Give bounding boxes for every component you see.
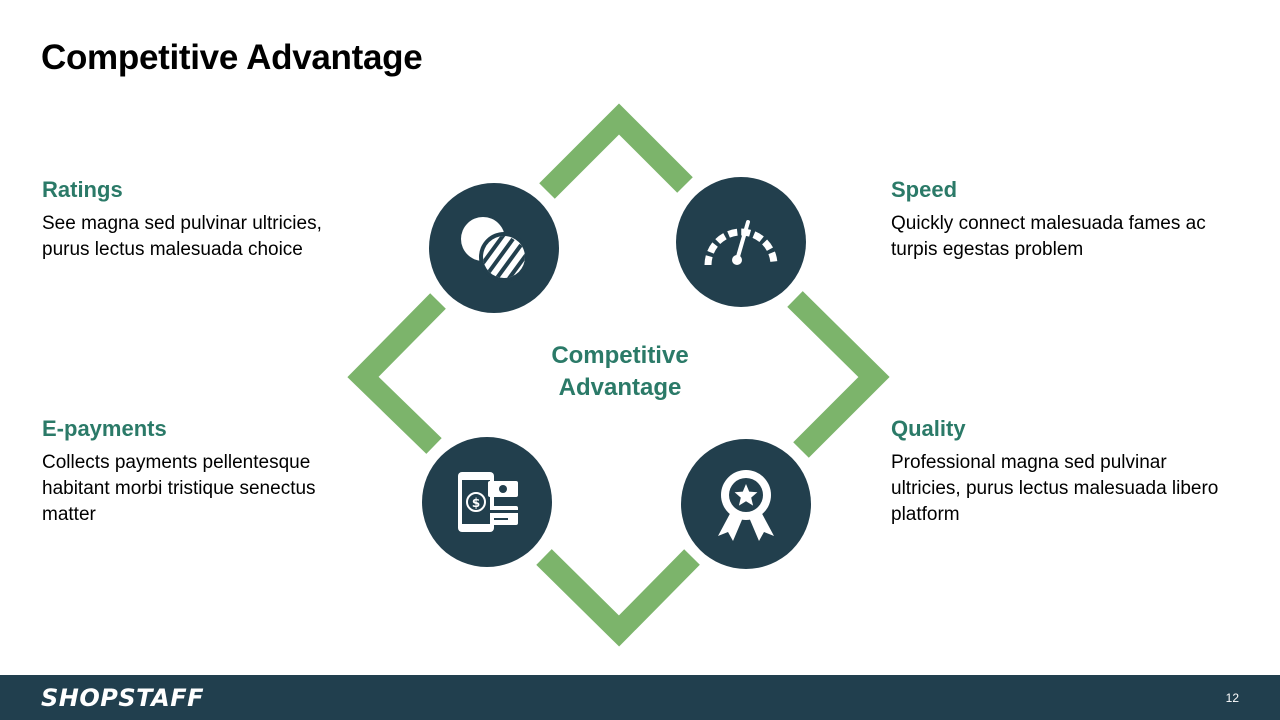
ratings-heading: Ratings [42, 177, 123, 202]
page-number: 12 [1225, 691, 1239, 705]
diamond-diagram: $ [347, 103, 890, 647]
epayments-heading: E-payments [42, 416, 167, 441]
epayments-block: E-payments Collects payments pellentesqu… [42, 416, 372, 528]
center-label-line-2: Advantage [558, 374, 682, 401]
quality-block: Quality Professional magna sed pulvinar … [891, 416, 1221, 528]
center-label: Competitive Advantage [520, 340, 720, 404]
chevron-top [539, 103, 693, 199]
slide-title: Competitive Advantage [41, 38, 423, 77]
center-label-line-1: Competitive [551, 342, 689, 369]
quality-heading: Quality [891, 416, 966, 441]
speed-description: Quickly connect malesuada fames ac turpi… [891, 213, 1206, 260]
speed-circle [676, 177, 806, 307]
ratings-icon [461, 217, 529, 282]
epayments-circle: $ [422, 437, 552, 567]
speedometer-icon [704, 220, 778, 266]
award-ribbon-icon [718, 470, 774, 541]
chevron-right [787, 291, 890, 458]
brand-logo: SHOPSTAFF [41, 684, 205, 712]
ratings-description: See magna sed pulvinar ultricies, purus … [42, 213, 322, 260]
epayments-description: Collects payments pellentesque habitant … [42, 452, 316, 525]
ratings-block: Ratings See magna sed pulvinar ultricies… [42, 177, 372, 263]
ratings-circle [429, 183, 559, 313]
speed-block: Speed Quickly connect malesuada fames ac… [891, 177, 1221, 263]
chevron-left [347, 293, 446, 454]
speed-heading: Speed [891, 177, 958, 202]
quality-circle [681, 439, 811, 569]
svg-text:$: $ [472, 496, 480, 510]
quality-description: Professional magna sed pulvinar ultricie… [891, 452, 1219, 525]
footer-bar: SHOPSTAFF 12 [0, 675, 1280, 720]
chevron-bottom [536, 549, 700, 647]
mobile-payment-icon: $ [458, 472, 518, 532]
